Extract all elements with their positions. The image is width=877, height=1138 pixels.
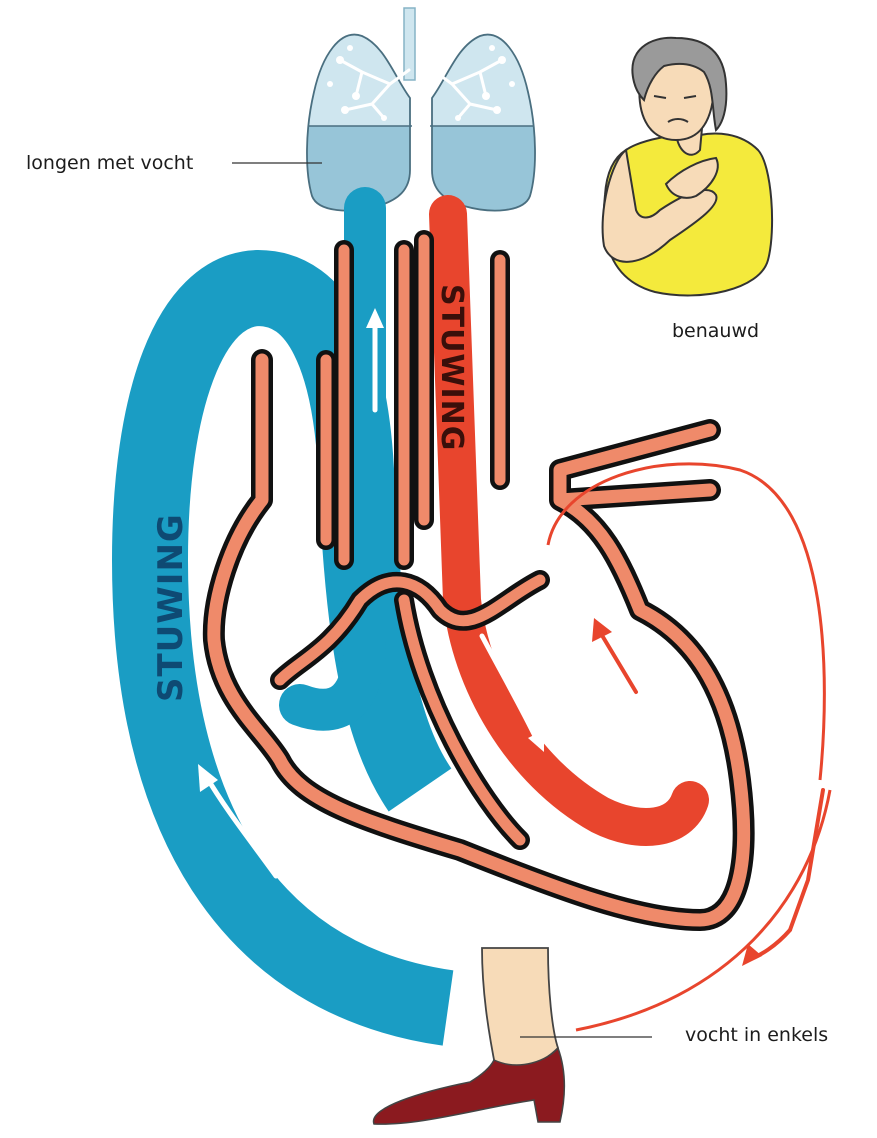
congestion-label-left: STUWING — [151, 513, 191, 702]
arrow-down-icon — [284, 478, 289, 562]
pulmonary-vein-blood — [448, 214, 690, 827]
breathless-person — [603, 38, 773, 296]
arrow-red-up-icon — [600, 632, 636, 692]
ankle — [482, 948, 558, 1072]
arrow-red-down-right-icon — [790, 790, 823, 930]
lungs-illustration — [290, 8, 560, 246]
congestion-label-right: STUWING — [434, 284, 469, 451]
ankle-label: vocht in enkels — [685, 1026, 828, 1045]
lungs-label: longen met vocht — [26, 154, 193, 173]
arrowhead-down-icon — [280, 556, 297, 574]
person-label: benauwd — [672, 322, 759, 341]
